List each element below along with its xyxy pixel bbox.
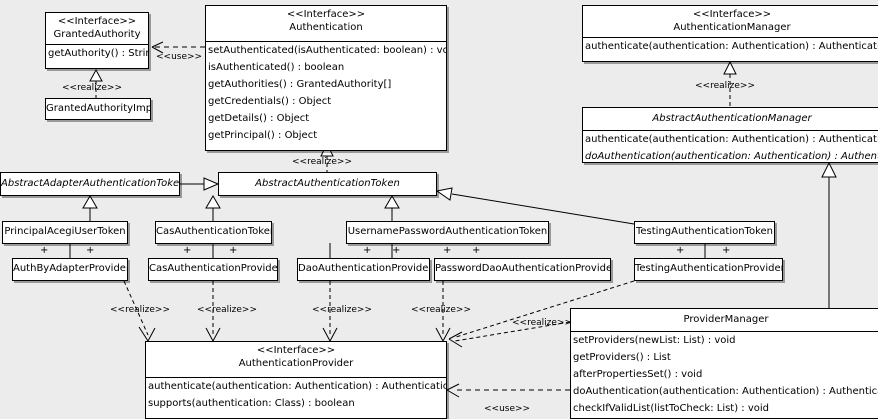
operation-item: supports(authentication: Class) : boolea… (148, 398, 355, 409)
class-name-label: AbstractAuthenticationToken (255, 178, 400, 189)
edge-label-realize-testing-provider: <<realize>> (512, 318, 572, 328)
operation-item: getPrincipal() : Object (208, 130, 318, 141)
class-name-label: AuthenticationManager (673, 22, 791, 33)
class-box-principal-acegi-user-token[interactable]: PrincipalAcegiUserToken (2, 221, 128, 244)
class-name-label: GrantedAuthority (53, 29, 141, 40)
edge-label-realize-abstract-auth-manager: <<realize>> (695, 81, 755, 91)
class-box-authentication-manager[interactable]: <<Interface>> AuthenticationManager auth… (582, 5, 878, 62)
multiplicity-plus: + (443, 245, 452, 256)
class-name-label: AuthenticationProvider (238, 358, 354, 369)
class-box-testing-authentication-provider[interactable]: TestingAuthenticationProvider (634, 258, 783, 281)
class-name-label: GrantedAuthorityImpl (46, 103, 151, 114)
class-name-label: Authentication (289, 22, 363, 33)
class-box-username-password-authentication-token[interactable]: UsernamePasswordAuthenticationToken (346, 221, 549, 244)
class-name-label: ProviderManager (683, 314, 769, 325)
class-name-label: PrincipalAcegiUserToken (4, 226, 126, 237)
edge-label-realize-cas-provider: <<realize>> (197, 305, 257, 315)
operations-compartment: authenticate(authentication: Authenticat… (583, 130, 878, 162)
stereotype-label: <<Interface>> (692, 9, 772, 20)
operation-item: setAuthenticated(isAuthenticated: boolea… (208, 45, 447, 56)
class-box-authentication[interactable]: <<Interface>> Authentication setAuthenti… (205, 5, 447, 151)
operation-item: authenticate(authentication: Authenticat… (148, 381, 447, 392)
class-name-label: UsernamePasswordAuthenticationToken (347, 226, 548, 237)
operation-item: authenticate(authentication: Authenticat… (585, 41, 878, 52)
multiplicity-plus: + (86, 245, 95, 256)
edge-label-realize-auth-by-adapter: <<realize>> (110, 305, 170, 315)
class-box-abstract-adapter-authentication-token[interactable]: AbstractAdapterAuthenticationToken (0, 172, 180, 196)
operation-item: doAuthentication(authentication: Authent… (573, 386, 878, 397)
class-name-label: TestingAuthenticationToken (635, 226, 774, 237)
edge-label-use-provider-manager: <<use>> (484, 404, 531, 414)
multiplicity-plus: + (183, 245, 192, 256)
class-box-cas-authentication-token[interactable]: CasAuthenticationToken (155, 221, 272, 244)
operation-item: afterPropertiesSet() : void (573, 369, 703, 380)
operations-compartment: getAuthority() : String (46, 44, 148, 62)
class-box-abstract-authentication-manager[interactable]: AbstractAuthenticationManager authentica… (582, 107, 878, 163)
class-box-testing-authentication-token[interactable]: TestingAuthenticationToken (634, 221, 775, 244)
class-name-label: CasAuthenticationProvider (149, 263, 278, 274)
class-box-authentication-provider[interactable]: <<Interface>> AuthenticationProvider aut… (145, 341, 447, 419)
operation-item: getAuthorities() : GrantedAuthority[] (208, 79, 392, 90)
multiplicity-plus: + (472, 245, 481, 256)
operations-compartment: setProviders(newList: List) : void getPr… (571, 331, 878, 417)
stereotype-label: <<Interface>> (286, 9, 366, 20)
class-name-label: AuthByAdapterProvider (13, 263, 128, 274)
edge-label-use-granted-authority: <<use>> (156, 52, 203, 62)
class-box-password-dao-authentication-provider[interactable]: PasswordDaoAuthenticationProvider (434, 258, 611, 281)
edge-label-realize-dao-provider: <<realize>> (312, 305, 372, 315)
class-box-granted-authority[interactable]: <<Interface>> GrantedAuthority getAuthor… (45, 12, 149, 69)
multiplicity-plus: + (722, 245, 731, 256)
class-name-label: PasswordDaoAuthenticationProvider (435, 263, 611, 274)
edge-label-realize-authentication-token: <<realize>> (292, 157, 352, 167)
operation-item: checkIfValidList(listToCheck: List) : vo… (573, 403, 770, 414)
multiplicity-plus: + (392, 245, 401, 256)
class-box-cas-authentication-provider[interactable]: CasAuthenticationProvider (148, 258, 278, 281)
class-box-auth-by-adapter-provider[interactable]: AuthByAdapterProvider (12, 258, 128, 281)
edge-label-realize-password-dao-provider: <<realize>> (411, 305, 471, 315)
operation-item: getProviders() : List (573, 352, 671, 363)
operation-item: doAuthentication(authentication: Authent… (585, 151, 878, 162)
class-name-label: DaoAuthenticationProvider (298, 263, 430, 274)
operation-item: isAuthenticated() : boolean (208, 62, 345, 73)
stereotype-label: <<Interface>> (57, 16, 137, 27)
operation-item: getAuthority() : String (48, 48, 149, 59)
operations-compartment: authenticate(authentication: Authenticat… (583, 37, 878, 55)
class-box-abstract-authentication-token[interactable]: AbstractAuthenticationToken (218, 172, 437, 196)
operations-compartment: setAuthenticated(isAuthenticated: boolea… (206, 41, 446, 144)
class-name-label: AbstractAuthenticationManager (652, 113, 812, 124)
stereotype-label: <<Interface>> (256, 345, 336, 356)
multiplicity-plus: + (40, 245, 49, 256)
multiplicity-plus: + (676, 245, 685, 256)
operations-compartment: authenticate(authentication: Authenticat… (146, 377, 446, 412)
operation-item: getCredentials() : Object (208, 96, 332, 107)
class-box-dao-authentication-provider[interactable]: DaoAuthenticationProvider (297, 258, 430, 281)
class-box-granted-authority-impl[interactable]: GrantedAuthorityImpl (45, 98, 151, 120)
edge-label-realize-granted-authority-impl: <<realize>> (62, 83, 122, 93)
class-box-provider-manager[interactable]: ProviderManager setProviders(newList: Li… (570, 308, 878, 419)
operation-item: getDetails() : Object (208, 113, 310, 124)
operation-item: authenticate(authentication: Authenticat… (585, 134, 878, 145)
multiplicity-plus: + (363, 245, 372, 256)
class-name-label: CasAuthenticationToken (156, 226, 272, 237)
class-name-label: TestingAuthenticationProvider (635, 263, 783, 274)
multiplicity-plus: + (229, 245, 238, 256)
class-name-label: AbstractAdapterAuthenticationToken (1, 178, 180, 189)
operation-item: setProviders(newList: List) : void (573, 335, 736, 346)
